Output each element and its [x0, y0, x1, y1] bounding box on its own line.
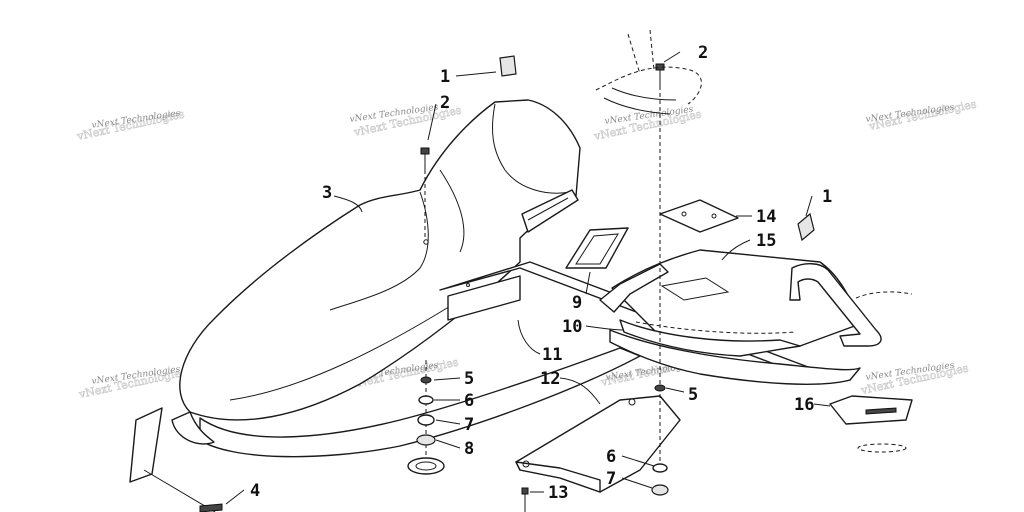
- callout-14: 14: [756, 207, 776, 227]
- callout-15: 15: [756, 231, 776, 251]
- callout-10: 10: [562, 317, 582, 337]
- frame-fragment: [595, 29, 702, 115]
- callout-labels: 1 2 2 3 1 14 15 9 10 11 12 5 6 7 8 5 6 7…: [250, 43, 832, 503]
- callout-2-left: 2: [440, 93, 450, 113]
- callout-9: 9: [572, 293, 582, 313]
- rear-tray-part: [599, 249, 882, 385]
- flap-part-4: [129, 407, 223, 512]
- callout-5-left: 5: [464, 369, 474, 389]
- hardware-stack-left: [407, 360, 445, 475]
- callout-1-top: 1: [440, 67, 450, 87]
- callout-2-right: 2: [698, 43, 708, 63]
- pad-part-1-top: [499, 55, 517, 77]
- callout-5-right: 5: [688, 385, 698, 405]
- callout-8: 8: [464, 439, 474, 459]
- rear-pad-part-16: [829, 291, 913, 453]
- callout-4: 4: [250, 481, 260, 501]
- gasket-part-9: [565, 227, 629, 269]
- bracket-part-12: [515, 395, 681, 493]
- callout-3: 3: [322, 183, 332, 203]
- hardware-stack-right: [651, 384, 669, 496]
- callout-6-right: 6: [606, 447, 616, 467]
- leader-lines: [225, 51, 831, 505]
- callout-7-right: 7: [606, 469, 616, 489]
- callout-7-left: 7: [464, 415, 474, 435]
- callout-1-right: 1: [822, 187, 832, 207]
- callout-11: 11: [542, 345, 562, 365]
- pad-part-1-right: [797, 212, 815, 242]
- pin-part-13: [521, 487, 529, 512]
- plate-part-14: [659, 199, 739, 233]
- callout-16: 16: [794, 395, 814, 415]
- callout-6-left: 6: [464, 391, 474, 411]
- screw-part-2-left: [420, 147, 430, 240]
- callout-13: 13: [548, 483, 568, 503]
- callout-12: 12: [540, 369, 560, 389]
